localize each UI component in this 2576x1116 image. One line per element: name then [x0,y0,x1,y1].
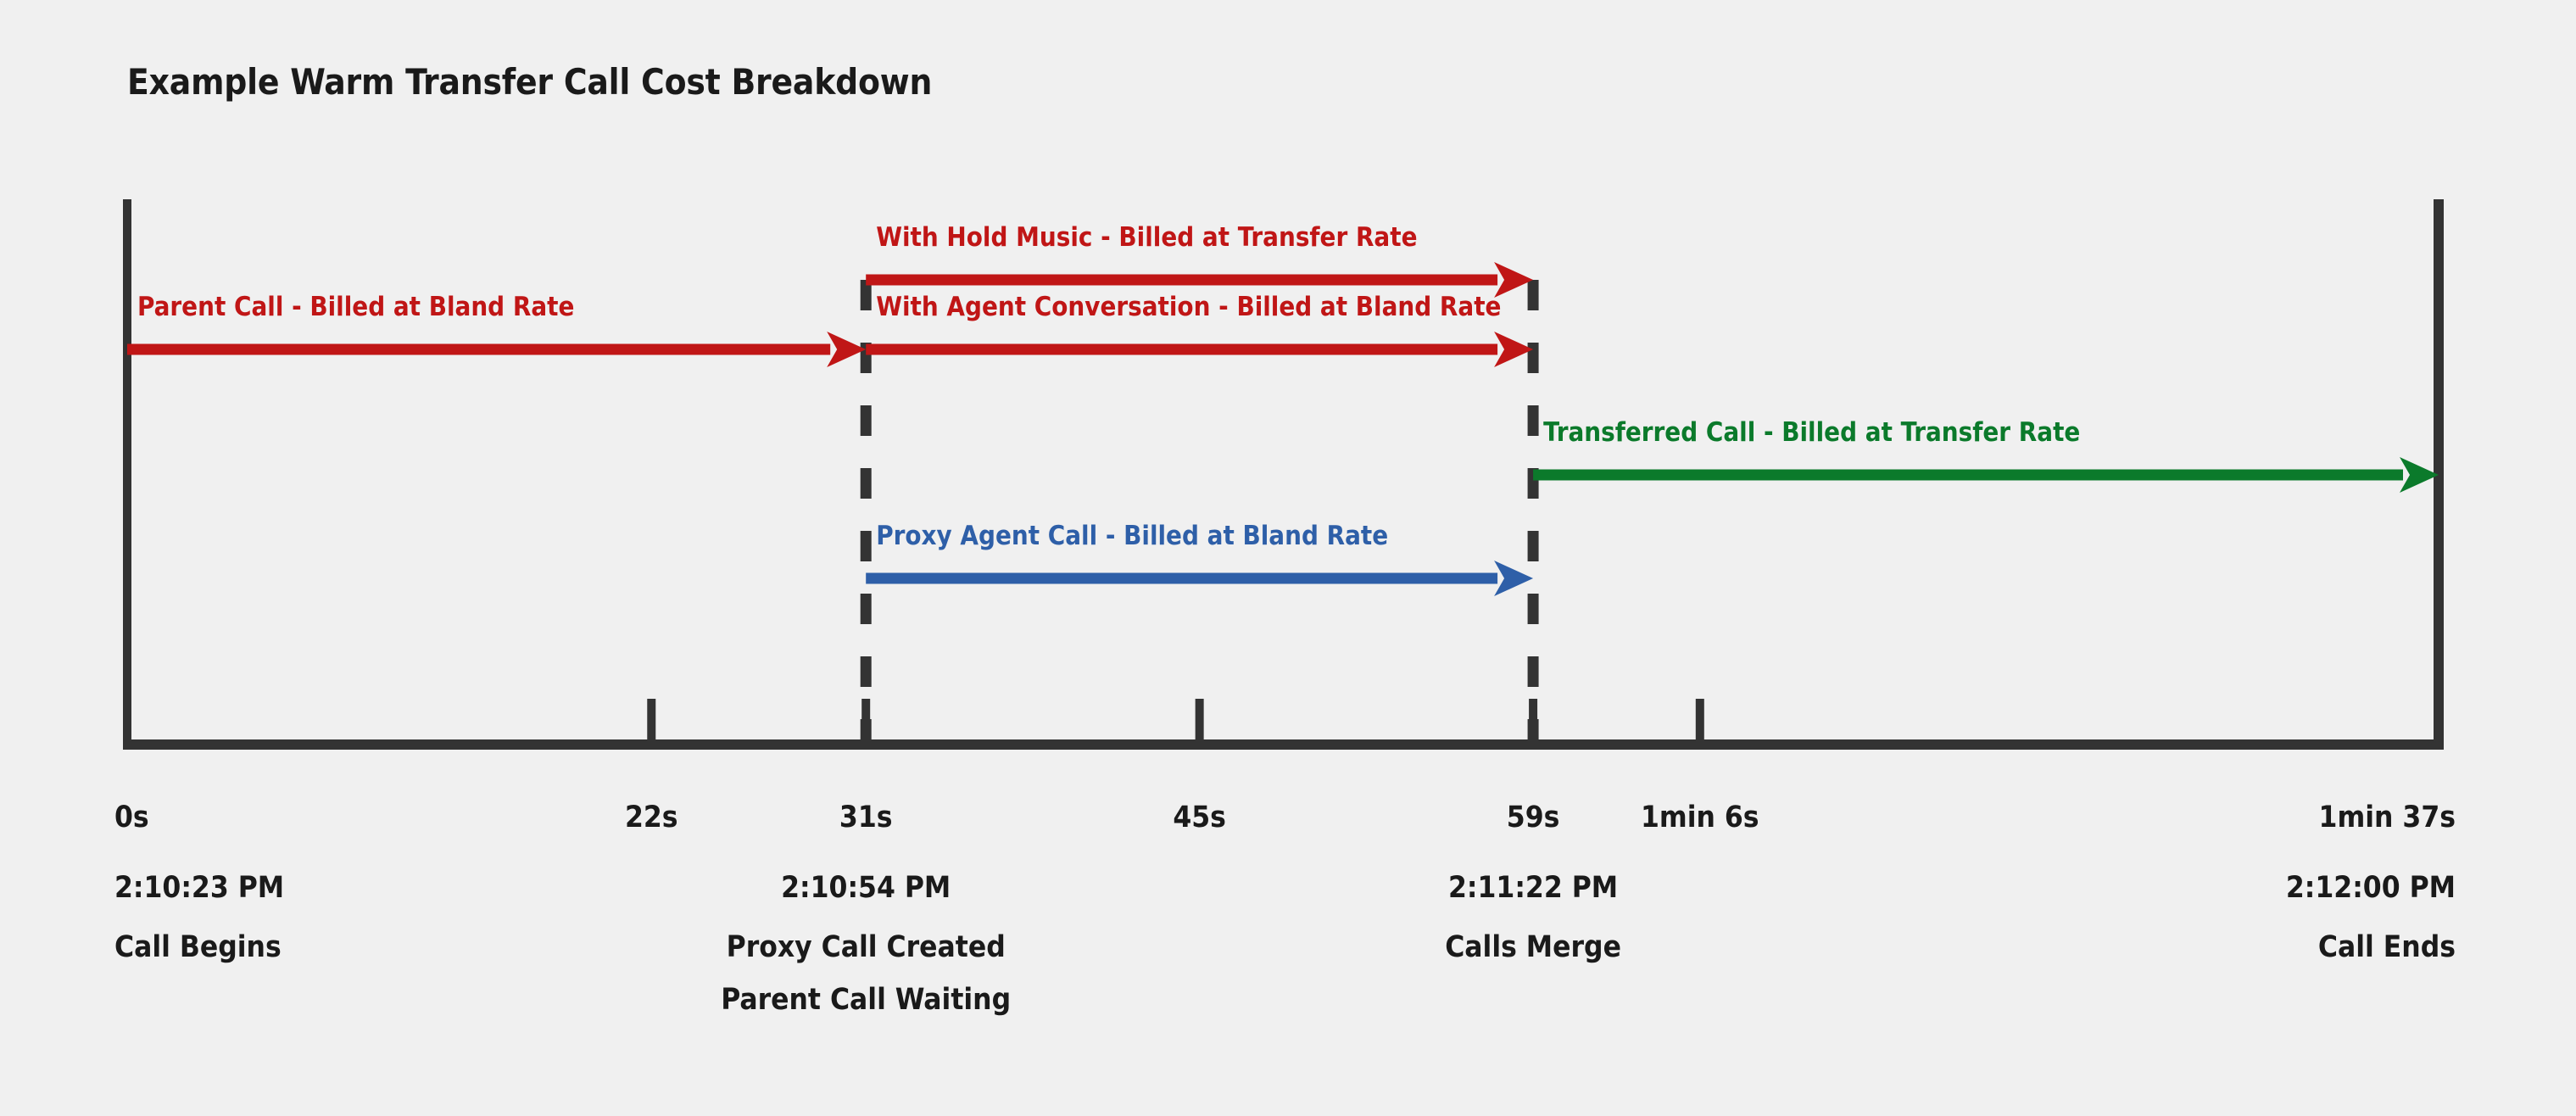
axis-tick-label: 1min 37s [2319,801,2456,834]
axis-event-label: Call Ends [2318,930,2456,964]
segment-label: Transferred Call - Billed at Transfer Ra… [1543,417,2080,448]
axis-tick-label: 59s [1507,801,1560,834]
axis-tick [647,699,656,739]
segment-label: With Agent Conversation - Billed at Blan… [876,292,1501,322]
segment-label: Proxy Agent Call - Billed at Bland Rate [876,521,1388,551]
segment-arrowhead [1494,332,1534,367]
segment-line [866,343,1498,355]
segment-line [866,274,1498,286]
segment-arrowhead [2400,457,2439,493]
segment-line [866,572,1498,584]
timeline-segment-proxy-agent-call: Proxy Agent Call - Billed at Bland Rate [866,521,1534,596]
segment-label: Parent Call - Billed at Bland Rate [137,292,574,322]
markers-group [860,280,1539,739]
axis-tick [1695,699,1704,739]
axis-tick-label: 22s [625,801,678,834]
timeline-segment-parent-call: Parent Call - Billed at Bland Rate [127,292,867,367]
timeline-segment-transferred-call: Transferred Call - Billed at Transfer Ra… [1533,417,2439,493]
axis-tick-label: 31s [839,801,893,834]
axis-group [123,199,2444,750]
segment-arrowhead [827,332,867,367]
page-title: Example Warm Transfer Call Cost Breakdow… [127,61,933,103]
segment-line [1533,469,2403,481]
axis-tick-label: 1min 6s [1641,801,1759,834]
axis-tick-label: 45s [1173,801,1226,834]
axis-left-bar [123,199,131,750]
timeline-segment-hold-music: With Hold Music - Billed at Transfer Rat… [866,222,1534,298]
axis-event-label: Call Begins [114,930,282,964]
axis-tick-label: 0s [114,801,149,834]
axis-event-label: Parent Call Waiting [721,983,1011,1017]
axis-time-label: 2:12:00 PM [2286,871,2456,905]
timeline-segment-agent-conversation: With Agent Conversation - Billed at Blan… [866,292,1534,367]
segment-arrowhead [1494,262,1534,298]
segment-line [127,343,831,355]
segment-arrowhead [1494,561,1534,596]
segments-group: Parent Call - Billed at Bland Rate With H… [127,222,2439,596]
labels-group: 0s 2:10:23 PM Call Begins 22s 31s 2:10:54 PM P… [114,801,2456,1017]
axis-event-label: Calls Merge [1445,930,1621,964]
axis-right-bar [2434,199,2444,750]
segment-label: With Hold Music - Billed at Transfer Rat… [876,222,1417,253]
axis-tick [1195,699,1204,739]
axis-baseline [123,739,2444,750]
axis-time-label: 2:10:54 PM [781,871,951,905]
axis-event-label: Proxy Call Created [727,930,1006,964]
axis-time-label: 2:10:23 PM [114,871,284,905]
axis-time-label: 2:11:22 PM [1448,871,1618,905]
